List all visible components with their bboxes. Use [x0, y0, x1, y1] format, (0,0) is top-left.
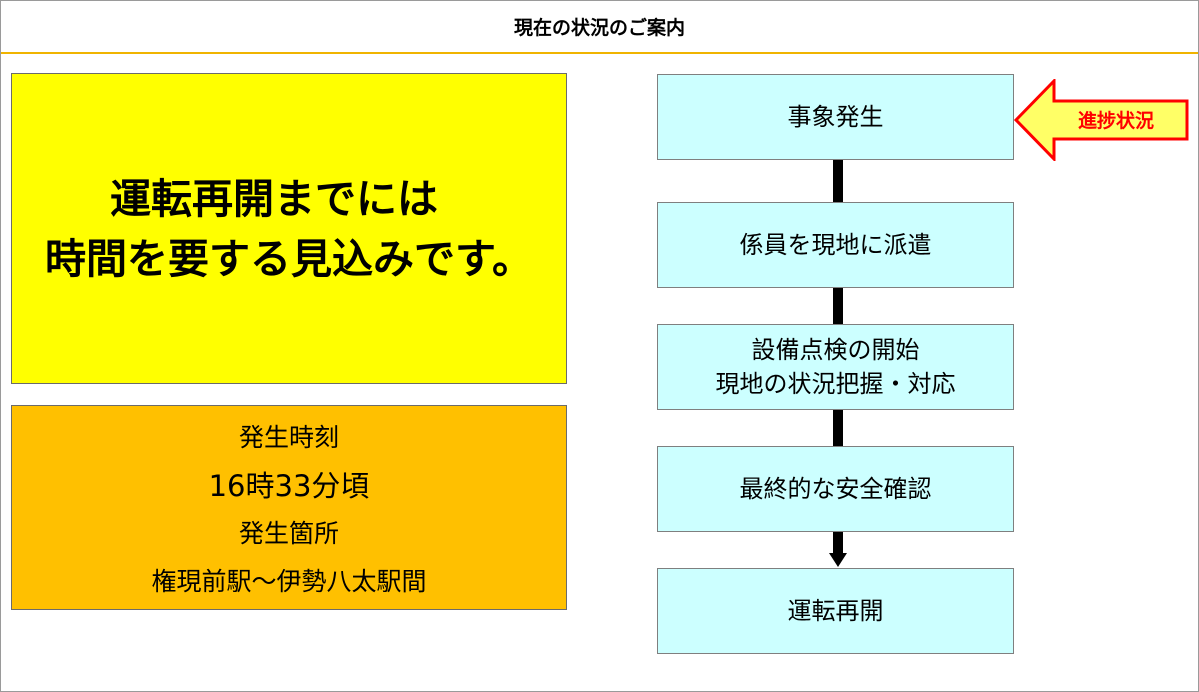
- flow-step-label: 運転再開: [787, 597, 884, 625]
- left-arrow-icon: [1014, 79, 1189, 161]
- flow-arrowhead-icon: [829, 553, 847, 567]
- flow-connector: [833, 160, 843, 202]
- occurrence-location-value: 権現前駅～伊勢八太駅間: [151, 566, 427, 596]
- status-message-line-2: 時間を要する見込みです。: [45, 234, 533, 283]
- occurrence-location-label: 発生箇所: [238, 518, 339, 548]
- flow-step-label: 係員を現地に派遣: [739, 231, 932, 259]
- flow-connector: [833, 532, 843, 554]
- flow-step-label-line-1: 設備点検の開始: [751, 336, 920, 364]
- page-title: 現在の状況のご案内: [513, 16, 685, 39]
- progress-label: 進捗状況: [1077, 109, 1154, 132]
- flow-connector: [833, 410, 843, 446]
- status-message-line-1: 運転再開までには: [110, 174, 438, 223]
- flow-step-safety-check: 最終的な安全確認: [657, 446, 1014, 532]
- occurrence-time-value: 16時33分頃: [208, 468, 370, 503]
- occurrence-time-label: 発生時刻: [238, 422, 339, 452]
- flow-step-label: 事象発生: [787, 103, 884, 131]
- status-message-panel: 運転再開までには 時間を要する見込みです。: [11, 73, 567, 384]
- flow-step-label-line-2: 現地の状況把握・対応: [715, 370, 956, 398]
- progress-indicator: 進捗状況: [1014, 79, 1189, 161]
- incident-info-panel: 発生時刻 16時33分頃 発生箇所 権現前駅～伊勢八太駅間: [11, 405, 567, 610]
- flow-connector: [833, 288, 843, 324]
- flow-step-label: 最終的な安全確認: [739, 475, 932, 503]
- flow-step-inspection: 設備点検の開始 現地の状況把握・対応: [657, 324, 1014, 410]
- flow-step-incident: 事象発生: [657, 74, 1014, 160]
- flow-step-resume: 運転再開: [657, 568, 1014, 654]
- header-divider: [1, 52, 1198, 54]
- flow-step-dispatch: 係員を現地に派遣: [657, 202, 1014, 288]
